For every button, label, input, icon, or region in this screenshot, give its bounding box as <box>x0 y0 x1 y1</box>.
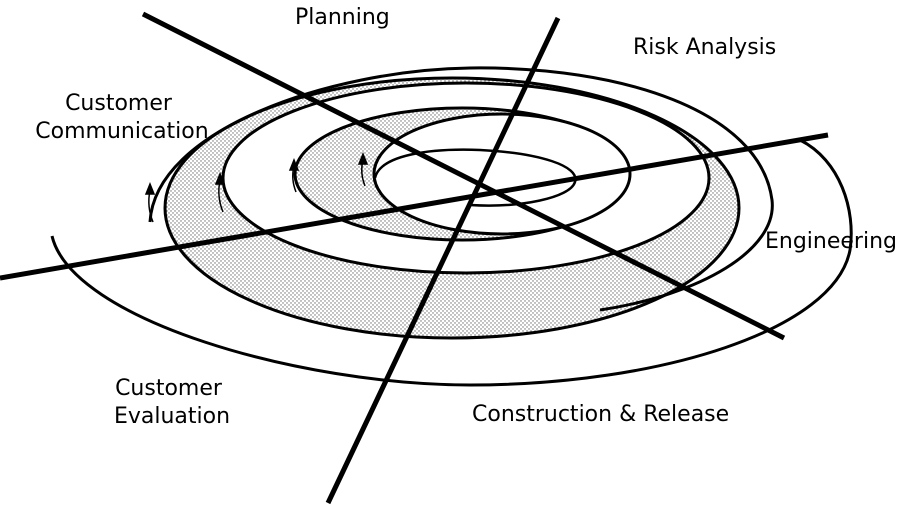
arrow-up-icon <box>144 181 156 195</box>
axis-line-diagonal <box>141 11 786 341</box>
arrow-up-icon <box>357 151 369 165</box>
label-line: Communication <box>35 119 208 144</box>
label-line: Evaluation <box>114 404 230 429</box>
label-risk-analysis: Risk Analysis <box>633 35 776 60</box>
axis-lines <box>0 11 829 505</box>
label-engineering: Engineering <box>765 229 897 254</box>
arrow-up-icon <box>214 171 226 185</box>
arrow-up-icon <box>288 157 300 171</box>
label-line: Customer <box>115 376 223 401</box>
axis-line-horizontal <box>0 132 829 281</box>
axis-line-vertical <box>325 16 561 505</box>
label-planning: Planning <box>295 5 390 30</box>
label-line: Customer <box>65 91 173 116</box>
label-customer-evaluation: Customer Evaluation <box>114 376 230 429</box>
spiral-inner-arc <box>148 66 774 312</box>
spiral-core-arc <box>373 148 577 207</box>
label-construction-release: Construction & Release <box>472 402 729 427</box>
label-customer-communication: Customer Communication <box>35 91 208 144</box>
direction-arrows <box>144 151 369 223</box>
spiral-outer-arc <box>50 138 853 387</box>
